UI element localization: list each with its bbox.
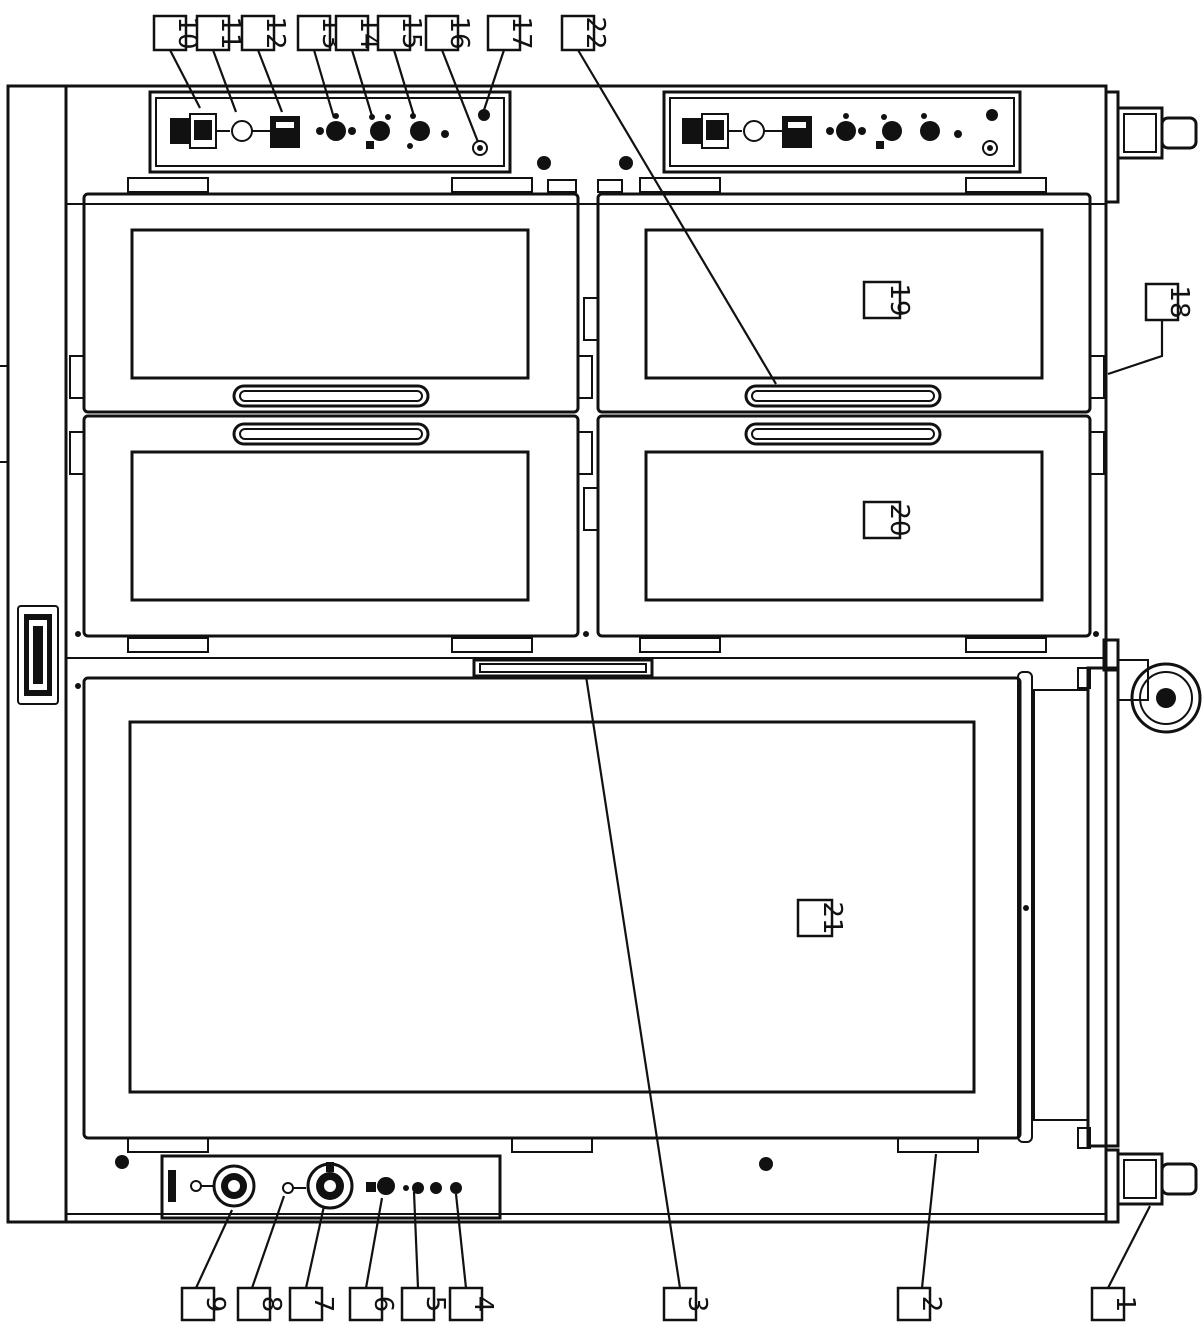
bottom-control-panel bbox=[160, 1154, 502, 1220]
mid-hinges bbox=[66, 631, 1106, 689]
callout-19: 19 bbox=[862, 280, 914, 320]
callout-17-text: 17 bbox=[506, 16, 536, 49]
callout-22-text: 22 bbox=[580, 16, 610, 49]
door-window bbox=[644, 450, 1044, 602]
cabinet-body bbox=[64, 84, 1108, 1224]
caster-bottom-right bbox=[1104, 1148, 1198, 1224]
right-side-rail bbox=[1077, 666, 1120, 1149]
callout-15-text: 15 bbox=[396, 16, 426, 49]
callout-6-text: 6 bbox=[368, 1296, 398, 1313]
bottom-large-door bbox=[82, 671, 1089, 1143]
callout-18-text: 18 bbox=[1164, 285, 1194, 318]
callout-9: 9 bbox=[180, 1286, 230, 1322]
lower-left-door bbox=[69, 414, 580, 638]
door-window bbox=[128, 720, 976, 1094]
top-right-control-panel bbox=[662, 90, 1022, 174]
callout-20: 20 bbox=[862, 500, 914, 540]
callout-21: 21 bbox=[796, 898, 847, 938]
caster-top-right bbox=[1104, 90, 1198, 204]
callout-18: 18 bbox=[1144, 282, 1194, 322]
callout-16-text: 16 bbox=[444, 16, 474, 49]
callout-15: 15 bbox=[376, 14, 426, 52]
indicator-light-icon bbox=[231, 120, 253, 142]
callout-6: 6 bbox=[348, 1286, 398, 1322]
callout-3: 3 bbox=[662, 1286, 712, 1322]
callout-5-text: 5 bbox=[420, 1296, 450, 1313]
callout-4-text: 4 bbox=[468, 1296, 498, 1313]
power-switch-icon bbox=[168, 1170, 176, 1202]
pilot-light-icon bbox=[478, 109, 490, 121]
timer-display-icon bbox=[270, 116, 300, 148]
callout-7-text: 7 bbox=[308, 1296, 338, 1313]
door-handle bbox=[744, 422, 942, 446]
top-hinges bbox=[127, 177, 1047, 193]
callout-19-text: 19 bbox=[884, 283, 914, 316]
callout-labels: 10 11 12 13 14 15 16 17 22 18 19 20 21 9… bbox=[152, 14, 1194, 1322]
humidity-knob-icon bbox=[370, 121, 390, 141]
callout-12: 12 bbox=[240, 14, 290, 52]
callout-11-text: 11 bbox=[215, 16, 245, 49]
upper-right-door bbox=[577, 192, 1105, 414]
callout-8-text: 8 bbox=[256, 1296, 286, 1313]
main-dial-icon bbox=[212, 1164, 256, 1208]
reset-button-icon bbox=[472, 140, 488, 156]
callout-7: 7 bbox=[288, 1286, 338, 1322]
upper-left-door bbox=[69, 192, 580, 414]
cabinet bbox=[0, 84, 1108, 1224]
door-handle bbox=[232, 422, 430, 446]
indicator-light-icon bbox=[282, 1182, 294, 1194]
thermostat-knob-icon bbox=[326, 121, 346, 141]
door-window bbox=[130, 450, 530, 602]
callout-16: 16 bbox=[424, 14, 474, 52]
callout-9-text: 9 bbox=[200, 1296, 230, 1313]
knob-icon bbox=[377, 1177, 395, 1195]
callout-22: 22 bbox=[560, 14, 610, 52]
door-side-handle bbox=[1017, 671, 1033, 1143]
selector-knob-icon bbox=[410, 121, 430, 141]
brand-logo-plate bbox=[17, 605, 59, 705]
door-window bbox=[130, 228, 530, 380]
callout-2-text: 2 bbox=[916, 1296, 946, 1313]
bottom-hinges bbox=[115, 1137, 979, 1171]
caster-middle-right bbox=[1102, 638, 1202, 734]
door-handle bbox=[744, 384, 942, 408]
callout-4: 4 bbox=[448, 1286, 498, 1322]
callout-1-text: 1 bbox=[1110, 1296, 1140, 1313]
callout-8: 8 bbox=[236, 1286, 286, 1322]
lower-right-door bbox=[577, 414, 1105, 638]
callout-17: 17 bbox=[486, 14, 536, 52]
power-switch-icon bbox=[170, 118, 190, 144]
callout-10: 10 bbox=[152, 14, 202, 52]
leader-lines bbox=[169, 49, 1164, 1289]
callout-20-text: 20 bbox=[884, 503, 914, 536]
door-window bbox=[644, 228, 1044, 380]
callout-1: 1 bbox=[1090, 1286, 1140, 1322]
callout-12-text: 12 bbox=[260, 16, 290, 49]
callout-3-text: 3 bbox=[682, 1296, 712, 1313]
top-left-control-panel bbox=[148, 90, 512, 174]
top-screw-right bbox=[619, 156, 633, 170]
callout-5: 5 bbox=[400, 1286, 450, 1322]
top-screw-left bbox=[537, 156, 551, 170]
vent bbox=[472, 658, 654, 678]
callout-21-text: 21 bbox=[817, 901, 847, 934]
callout-11: 11 bbox=[195, 14, 245, 52]
callout-2: 2 bbox=[896, 1286, 946, 1322]
door-handle bbox=[232, 384, 430, 408]
